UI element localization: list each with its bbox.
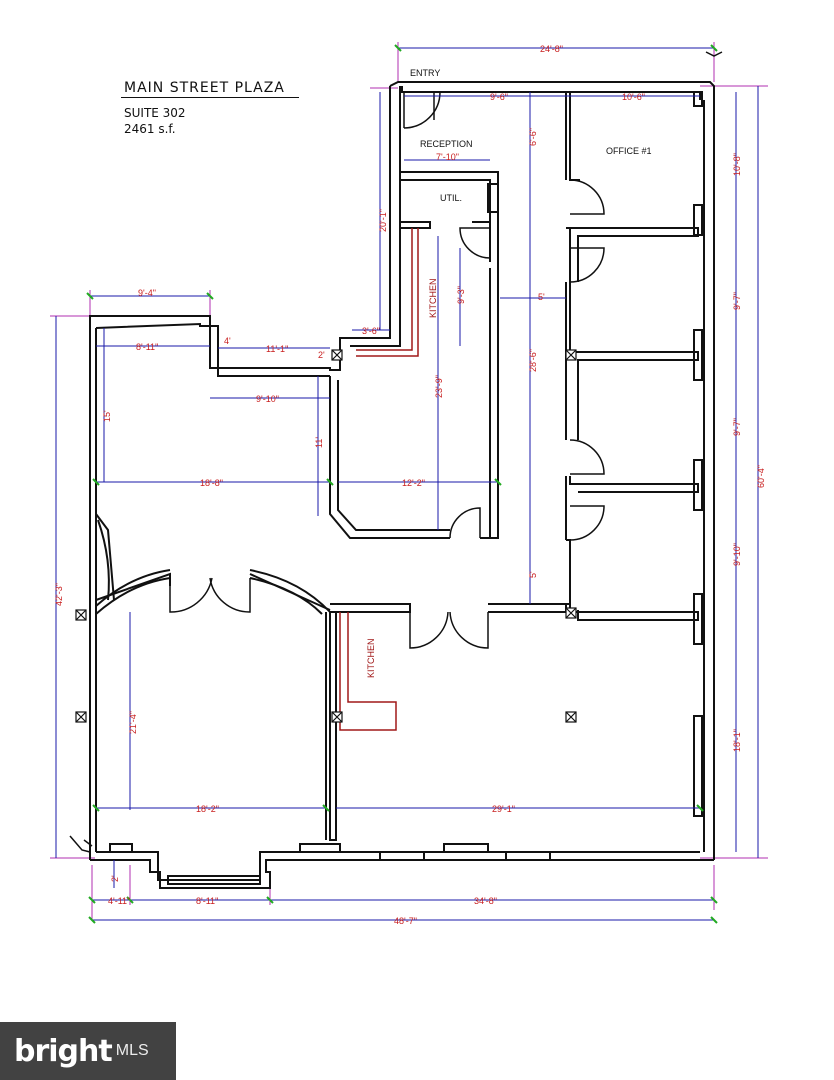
dim-21-4: 21'-4" xyxy=(128,711,138,734)
dim-20-1: 20'-1" xyxy=(378,209,388,232)
dim-18-8: 18'-8" xyxy=(200,478,223,488)
column-markers xyxy=(75,349,577,723)
dimension-labels: 24'-8" 9'-6" 10'-6" 7'-10" 5' 9'-4" 3'-6… xyxy=(54,44,766,926)
dim-34-8: 34'-8" xyxy=(474,896,497,906)
dim-48-7: 48'-7" xyxy=(394,916,417,926)
watermark-brand: bright xyxy=(14,1033,113,1069)
dim-9-4: 9'-4" xyxy=(138,288,156,298)
entry-label: ENTRY xyxy=(410,68,440,78)
dim-12-2: 12'-2" xyxy=(402,478,425,488)
kitchen-labels: KITCHEN KITCHEN xyxy=(366,278,438,678)
dim-9-6: 9'-6" xyxy=(490,92,508,102)
dim-5-a: 5' xyxy=(538,292,545,302)
dim-15: 15' xyxy=(102,410,112,422)
dim-11-1: 11'-1" xyxy=(266,344,288,354)
dim-18-2: 18'-2" xyxy=(196,804,219,814)
dim-10-6: 10'-6" xyxy=(622,92,645,102)
suite-label: SUITE 302 xyxy=(124,106,186,120)
plan-title: MAIN STREET PLAZA xyxy=(124,80,285,96)
dimension-lines xyxy=(55,47,759,921)
office1-label: OFFICE #1 xyxy=(606,146,652,156)
dim-8-11-b: 8'-11" xyxy=(196,896,218,906)
dim-4: 4' xyxy=(224,336,231,346)
dim-7-10: 7'-10" xyxy=(436,152,459,162)
corner-details xyxy=(69,51,723,853)
dim-2: 2' xyxy=(318,350,325,360)
walls xyxy=(89,81,715,889)
watermark: bright MLS xyxy=(0,1022,176,1080)
dim-42-3: 42'-3" xyxy=(54,583,64,606)
dimension-ticks xyxy=(86,44,718,924)
dim-11: 11' xyxy=(314,437,324,448)
dim-10-8: 10'-8" xyxy=(732,153,742,176)
dim-6-6: 6'-6" xyxy=(528,128,538,146)
dim-28-6: 28'-6" xyxy=(528,349,538,372)
dim-9-7-a: 9'-7" xyxy=(732,292,742,310)
dim-2-b: 2' xyxy=(110,875,120,882)
dim-9-7-b: 9'-7" xyxy=(732,418,742,436)
util-label: UTIL. xyxy=(440,193,462,203)
dim-top-width: 24'-8" xyxy=(540,44,563,54)
dim-5-b: 5' xyxy=(528,571,538,578)
dim-23-9: 23'-9" xyxy=(434,375,444,398)
dim-18-1: 18'-1" xyxy=(732,729,742,752)
dim-9-10-b: 9'-10" xyxy=(732,543,742,566)
dim-60-4: 60'-4" xyxy=(756,465,766,488)
reception-label: RECEPTION xyxy=(420,139,473,149)
room-labels: ENTRY RECEPTION OFFICE #1 UTIL. xyxy=(410,68,652,203)
watermark-sub: MLS xyxy=(115,1042,149,1059)
curved-walls xyxy=(95,519,331,615)
kitchen-counters xyxy=(339,228,419,731)
area-label: 2461 s.f. xyxy=(124,122,176,136)
dim-8-11-a: 8'-11" xyxy=(136,342,158,352)
dim-9-10-a: 9'-10" xyxy=(256,394,279,404)
dim-29-1: 29'-1" xyxy=(492,804,515,814)
dim-9-3: 9'-3" xyxy=(456,286,466,304)
kitchen-lower-label: KITCHEN xyxy=(366,638,376,678)
title-underline xyxy=(121,97,299,98)
dim-4-11: 4'-11" xyxy=(108,896,130,906)
door-swings xyxy=(169,91,605,649)
kitchen-upper-label: KITCHEN xyxy=(428,278,438,318)
dim-3-6: 3'-6" xyxy=(362,326,380,336)
